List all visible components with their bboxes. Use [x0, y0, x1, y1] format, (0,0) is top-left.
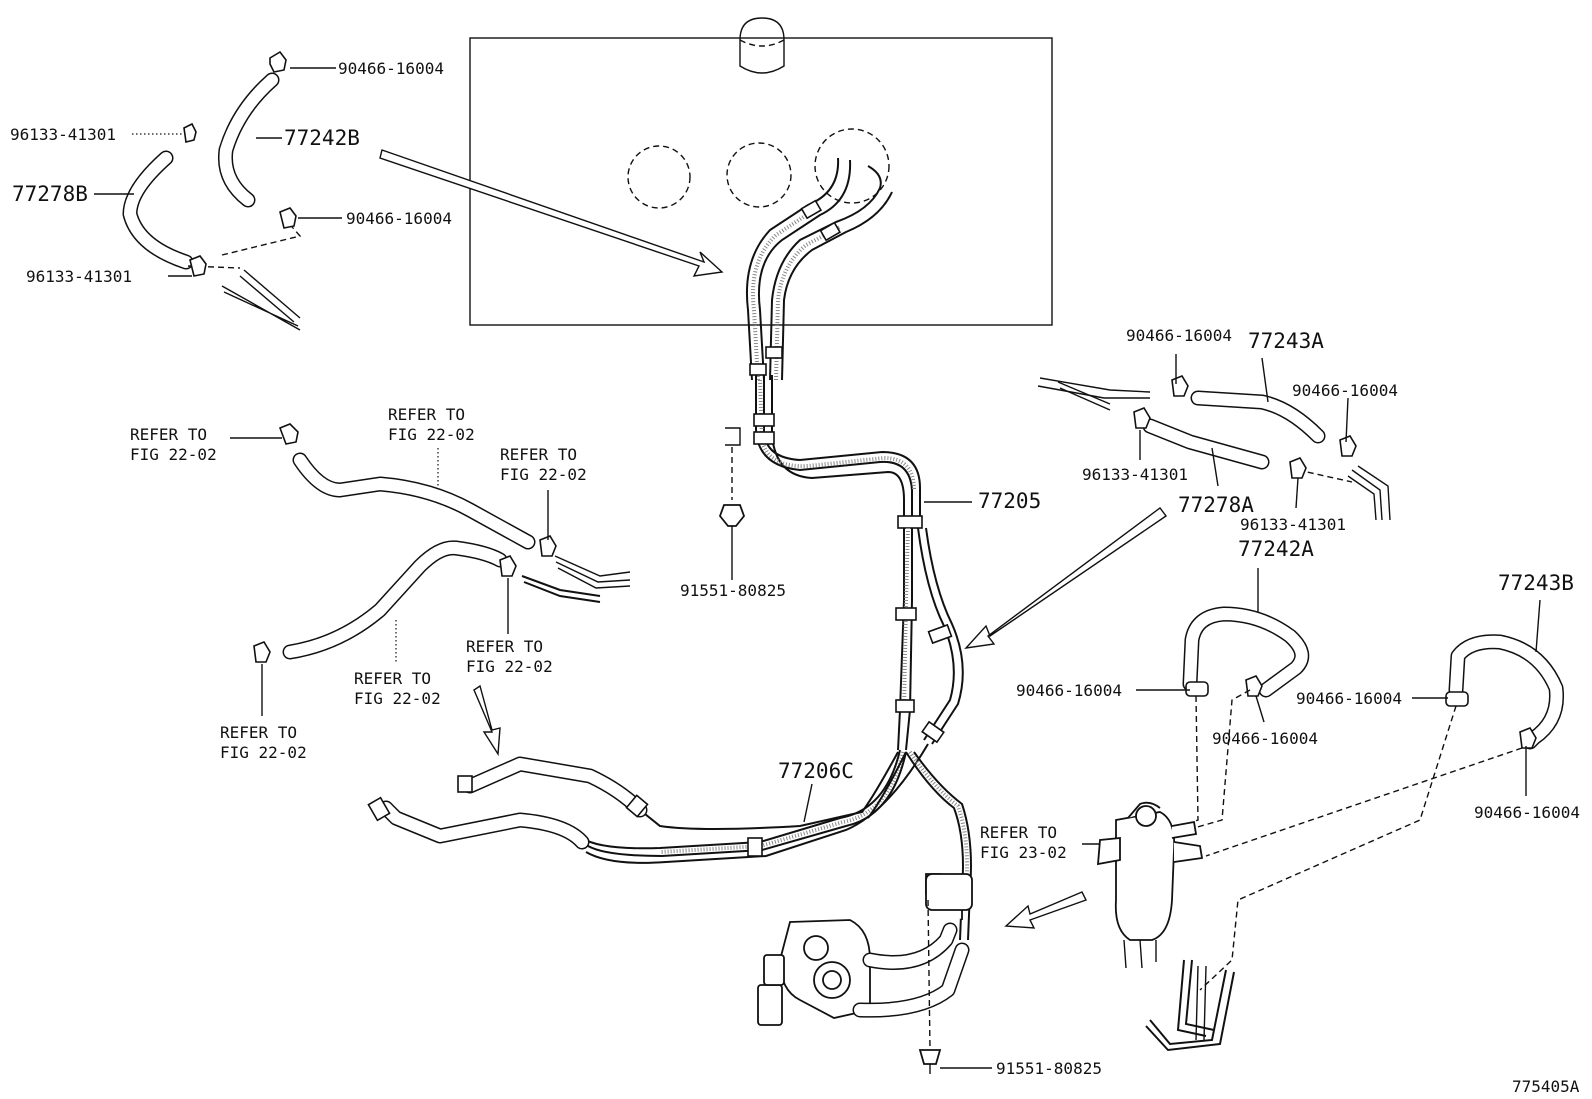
diagram-code: 775405A	[1512, 1077, 1580, 1096]
label-90466-16004-h: 90466-16004	[1474, 803, 1580, 822]
label-96133-41301-a: 96133-41301	[10, 125, 116, 144]
refer-7-line2: FIG 23-02	[980, 843, 1067, 862]
refer-7-line1: REFER TO	[980, 823, 1057, 842]
refer-4-line2: FIG 22-02	[466, 657, 553, 676]
label-90466-16004-a: 90466-16004	[338, 59, 444, 78]
refer-4-line1: REFER TO	[466, 637, 543, 656]
label-91551-80825-b: 91551-80825	[996, 1059, 1102, 1078]
refer-1-line1: REFER TO	[130, 425, 207, 444]
label-77205: 77205	[978, 489, 1041, 513]
label-77242B: 77242B	[284, 126, 360, 150]
refer-3-line1: REFER TO	[500, 445, 577, 464]
hoses-right-upper	[1037, 375, 1391, 521]
hoses-upper-left	[122, 72, 302, 331]
hoses-right-lower	[1097, 606, 1565, 1052]
label-91551-80825-a: 91551-80825	[680, 581, 786, 600]
label-90466-16004-b: 90466-16004	[346, 209, 452, 228]
refer-6-line1: REFER TO	[220, 723, 297, 742]
label-77242A: 77242A	[1238, 537, 1314, 561]
label-96133-41301-d: 96133-41301	[1240, 515, 1346, 534]
label-90466-16004-e: 90466-16004	[1016, 681, 1122, 700]
label-96133-41301-c: 96133-41301	[1082, 465, 1188, 484]
label-77243B: 77243B	[1498, 571, 1574, 595]
bolt-upper	[718, 427, 746, 580]
label-90466-16004-c: 90466-16004	[1126, 326, 1232, 345]
labels: 90466-16004 96133-41301 77242B 77278B 90…	[10, 59, 1580, 1096]
clamps-upper-left	[183, 50, 297, 277]
refer-5-line2: FIG 22-02	[354, 689, 441, 708]
hose-assembly-77206C	[367, 743, 972, 941]
arrows	[379, 149, 1167, 929]
hoses-middle-left	[253, 423, 631, 663]
canister-unit	[757, 873, 973, 1074]
refer-2-line2: FIG 22-02	[388, 425, 475, 444]
refer-1-line2: FIG 22-02	[130, 445, 217, 464]
refer-6-line2: FIG 22-02	[220, 743, 307, 762]
leaders	[94, 67, 1541, 1069]
refer-5-line1: REFER TO	[354, 669, 431, 688]
label-90466-16004-g: 90466-16004	[1212, 729, 1318, 748]
label-77206C: 77206C	[778, 759, 854, 783]
label-77278A: 77278A	[1178, 493, 1254, 517]
label-90466-16004-f: 90466-16004	[1296, 689, 1402, 708]
label-77243A: 77243A	[1248, 329, 1324, 353]
label-96133-41301-b: 96133-41301	[26, 267, 132, 286]
hose-assembly-77205	[745, 157, 964, 751]
refer-3-line2: FIG 22-02	[500, 465, 587, 484]
refer-2-line1: REFER TO	[388, 405, 465, 424]
label-90466-16004-d: 90466-16004	[1292, 381, 1398, 400]
label-77278B: 77278B	[12, 182, 88, 206]
